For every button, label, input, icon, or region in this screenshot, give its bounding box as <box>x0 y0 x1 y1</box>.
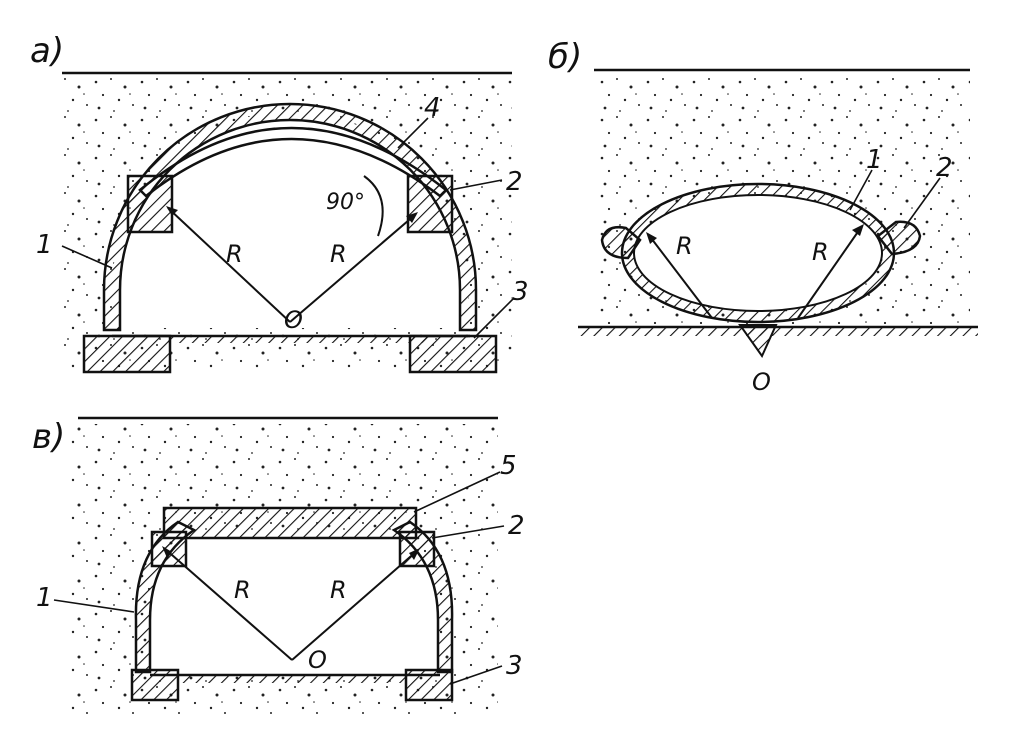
callout-line-4 <box>397 117 429 149</box>
upper-block-left <box>126 174 174 234</box>
callout-line-1 <box>53 599 135 613</box>
radius-line-right <box>797 225 863 319</box>
footing-right <box>408 334 498 374</box>
angle-label: 90° <box>326 190 365 215</box>
callout-2: 2 <box>508 511 525 541</box>
bottom-wedge <box>738 324 778 359</box>
radius-line-right <box>289 213 417 323</box>
radius-label-right: R <box>812 238 829 266</box>
radius-label-left: R <box>226 240 243 268</box>
radius-label-left: R <box>676 232 693 260</box>
base-hatch <box>178 676 410 683</box>
center-label: O <box>752 368 771 396</box>
callout-line-3 <box>449 665 503 685</box>
side-block-right <box>876 220 922 256</box>
radius-label-right: R <box>330 576 347 604</box>
cavity <box>112 112 468 328</box>
callout-1: 1 <box>36 230 53 260</box>
radius-line-left <box>167 207 291 323</box>
callout-3: 3 <box>506 651 523 681</box>
cavity <box>633 194 883 312</box>
center-label: O <box>308 646 327 674</box>
arrowhead-left <box>646 232 657 244</box>
angle-arc <box>363 175 384 237</box>
panel-b: б) R R O 1 2 <box>548 37 978 396</box>
callout-3: 3 <box>512 277 529 307</box>
arrowhead-right <box>406 212 418 223</box>
upper-block-left <box>150 530 188 568</box>
panel-c: в) R R O 1 5 2 3 <box>32 416 525 714</box>
arrowhead-left <box>162 546 172 558</box>
footing-right <box>404 668 454 702</box>
panel-a-label: a) <box>30 31 64 71</box>
callout-line-2 <box>903 177 941 229</box>
panel-a: a) 90° R R O 1 4 2 3 <box>30 31 529 374</box>
radius-line-right <box>291 549 419 661</box>
arrowhead-right <box>852 224 864 236</box>
callout-line-3 <box>473 297 515 339</box>
upper-block-right <box>406 174 454 234</box>
ground-hatch <box>578 328 978 336</box>
callout-4: 4 <box>424 93 441 123</box>
center-label: O <box>284 306 303 334</box>
footing-left <box>130 668 180 702</box>
callout-line-2 <box>449 179 503 191</box>
top-slab <box>162 506 418 540</box>
callout-1: 1 <box>866 145 883 175</box>
panel-c-label: в) <box>32 417 65 457</box>
arrowhead-right <box>409 548 420 560</box>
callout-line-1 <box>61 245 113 269</box>
callout-2: 2 <box>936 153 953 183</box>
arrowhead-left <box>166 206 178 216</box>
radius-line-left <box>163 547 293 661</box>
callout-line-2 <box>431 525 505 539</box>
panel-b-label: б) <box>548 37 582 77</box>
radius-line-left <box>647 233 713 319</box>
base-hatch <box>168 336 430 343</box>
radius-label-left: R <box>234 576 251 604</box>
side-block-left <box>600 226 642 260</box>
cavity <box>147 530 441 672</box>
callout-5: 5 <box>500 451 517 481</box>
footing-left <box>82 334 172 374</box>
callout-line-1 <box>849 169 873 211</box>
callout-line-5 <box>413 471 501 513</box>
corrugated-shell <box>102 102 478 332</box>
callout-2: 2 <box>506 167 523 197</box>
radius-label-right: R <box>330 240 347 268</box>
callout-1: 1 <box>36 583 53 613</box>
